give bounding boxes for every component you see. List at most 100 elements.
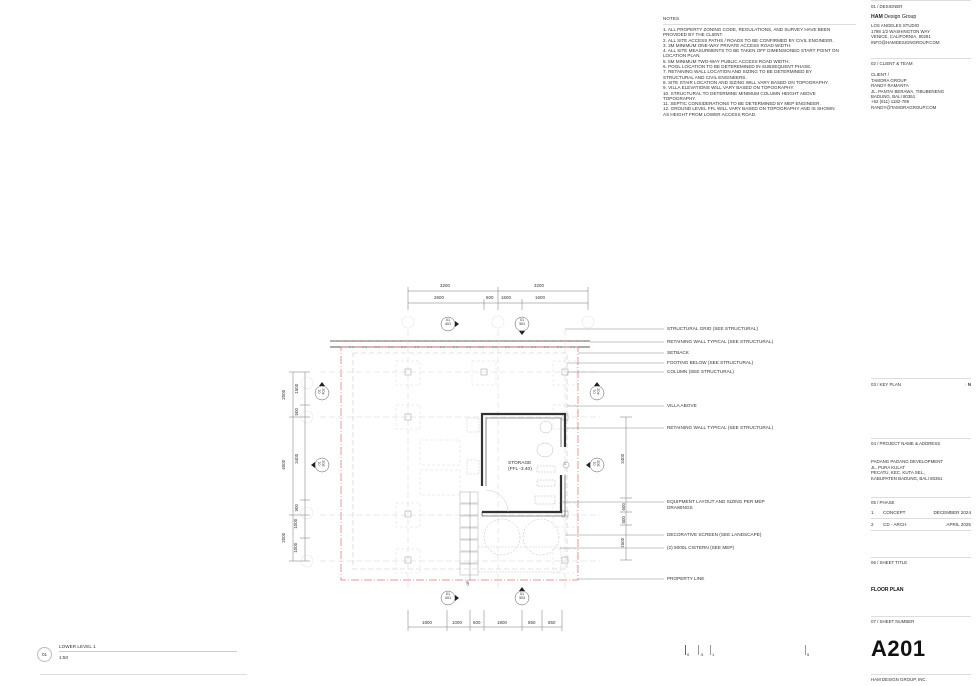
- tb-rule: [871, 438, 971, 439]
- marker-bottom: 401: [444, 322, 452, 327]
- dim-right: 1500: [620, 537, 626, 548]
- note-line: STRUCTURAL AND CIVIL ENGINEERS.: [663, 74, 747, 80]
- equipment: [534, 420, 556, 505]
- view-bottom-rule: [40, 674, 247, 675]
- note-line: 4. ALL SITE MEASURMENTS TO BE TAKEN OFF …: [663, 48, 839, 54]
- north-arrow-icon: ↑ N: [964, 382, 971, 387]
- view-name: LOWER LEVEL 1: [59, 644, 96, 649]
- marker-bottom: 301: [518, 322, 526, 327]
- phase-num: 2: [871, 522, 874, 528]
- phase-num: 1: [871, 510, 874, 516]
- callout-retaining-wall-2: RETAINING WALL TYPICAL (SEE STRUCTURAL): [667, 425, 774, 430]
- company-footer: HAM DESIGN GROUP, INC.: [871, 677, 927, 682]
- marker-top: 01: [519, 592, 525, 596]
- callout-setback: SETBACK: [667, 350, 689, 355]
- callout-villa-above: VILLA ABOVE: [667, 403, 697, 408]
- client-phone: +62 (811) 1182-789: [871, 99, 910, 105]
- note-line: 11. SEPTIC CONSIDERATIONS TO BE DETERMIN…: [663, 101, 821, 107]
- client-line: CLIENT /: [871, 72, 889, 78]
- dim-top-overall: 3200: [534, 283, 544, 288]
- scale-bar-label: 1: [712, 652, 715, 657]
- designer-email[interactable]: INFO@HAMDESIGNGROUP.COM: [871, 39, 940, 45]
- project-header: 04 / PROJECT NAME & ADDRESS: [871, 441, 941, 446]
- designer-line: VENICE, CALIFORNIA, 90291: [871, 34, 931, 40]
- dim-left-detail: 500: [293, 408, 299, 416]
- note-line: 10. STRUCTURAL TO DETERMINE MINIMUM COLU…: [663, 90, 816, 96]
- marker-top: 01: [519, 318, 525, 322]
- note-line: 9. VILLA ELEVATIONS WILL VARY BASED ON T…: [663, 85, 795, 91]
- callout-property-line: PROPERTY LINE: [667, 576, 705, 581]
- callout-column: COLUMN (SEE STRUCTURAL): [667, 369, 734, 374]
- dim-right: 3400: [620, 453, 626, 464]
- tb-top-rule: [871, 0, 971, 1]
- key-plan-header: 03 / KEY PLAN: [871, 382, 901, 387]
- scale-bar-label: 5: [807, 652, 810, 657]
- note-line: 7. RETAINING WALL LOCATION AND SIZING TO…: [663, 69, 812, 75]
- client-email[interactable]: RANDY@TAMORAGROUP.COM: [871, 104, 937, 110]
- sheet-title: FLOOR PLAN: [871, 587, 904, 594]
- tb-rule: [871, 378, 971, 379]
- dim-left-overall: 4000: [281, 459, 287, 470]
- tb-rule: [871, 674, 971, 675]
- dim-left-overall: 2000: [281, 532, 287, 543]
- scale-bar-tick: [805, 645, 806, 655]
- sheet-number: A201: [871, 636, 926, 662]
- dim-bottom: 850: [548, 620, 556, 625]
- dim-left-detail: 1500: [294, 383, 300, 394]
- client-line: JL. PANTAI BERAWA, TIBUBENENG: [871, 88, 945, 94]
- sheet-title-section: 06 / SHEET TITLE FLOOR PLAN: [871, 560, 971, 593]
- storage-walls: [480, 412, 567, 517]
- notes-title: NOTES: [663, 16, 680, 21]
- phase-header: 05 / PHASE: [871, 500, 895, 505]
- tb-rule: [871, 616, 971, 617]
- project-line: PECATU, KEC. KUTA SEL.,: [871, 470, 926, 476]
- callout-decorative-screen: DECORATIVE SCREEN (SEE LANDSCAPE): [667, 532, 762, 537]
- phase-date: DECEMBER 2024: [933, 510, 971, 516]
- client-line: TAMORA GROUP: [871, 77, 907, 83]
- key-plan-section: 03 / KEY PLAN ↑ N: [871, 382, 971, 387]
- phase-row: 2 CD - ARCH APRIL 2025: [871, 519, 971, 532]
- note-line: 3. 3M MINIMUM ONE-WAY PRIVATE ACCESS ROA…: [663, 42, 792, 48]
- scale-bar-tick: [710, 645, 711, 655]
- stair-label: UP: [465, 580, 470, 586]
- marker-top: 01: [445, 592, 451, 596]
- north-label: N: [967, 382, 971, 387]
- note-line: TOPOGRAPHY.: [663, 95, 697, 101]
- sheet-title-header: 06 / SHEET TITLE: [871, 560, 908, 565]
- right-dimensions: [620, 416, 632, 561]
- dim-bottom: 1800: [422, 620, 432, 625]
- dim-left-detail: 1000: [293, 542, 299, 553]
- note-line: AS HEIGHT FROM LOWER ACCESS ROAD.: [663, 111, 757, 117]
- dim-top-detail: 1600: [501, 295, 511, 300]
- scale-bar-tick: [698, 645, 699, 655]
- sheet-number-section: 07 / SHEET NUMBER A201: [871, 619, 971, 662]
- leader-lines: [560, 328, 664, 580]
- view-number-bubble: 01: [37, 647, 52, 662]
- sheet-number-header: 07 / SHEET NUMBER: [871, 619, 915, 624]
- phase-name: CONCEPT: [883, 510, 906, 516]
- grid-tag: 1: [564, 462, 566, 466]
- project-line: KABUPATEN BADUNG, BALI 80361: [871, 475, 943, 481]
- note-line: 8. SITE STAIR LOCATION AND SIZING WILL V…: [663, 79, 829, 85]
- tb-rule: [871, 58, 971, 59]
- designer-brand: HAM Design Group: [871, 14, 971, 20]
- project-line: PADANG PADANG DEVELOPMENT: [871, 459, 944, 465]
- phase-row: 1 CONCEPT DECEMBER 2024: [871, 507, 971, 520]
- note-line: 6. POOL LOCATION TO BE DETEREMINED IN SU…: [663, 64, 812, 70]
- brand-bold: HAM: [871, 14, 883, 21]
- section-arrows: [311, 321, 600, 601]
- designer-section: 01 / DESIGNER HAM Design Group LOS ANGEL…: [871, 4, 971, 45]
- phase-date: APRIL 2025: [946, 522, 971, 528]
- columns: [395, 360, 578, 574]
- room-label: STORAGE (FFL -3.40): [508, 461, 532, 472]
- grid-bubbles: [300, 315, 595, 568]
- notes-list: 1. ALL PROPERTY ZONING CODE, REGULATIONS…: [663, 27, 839, 117]
